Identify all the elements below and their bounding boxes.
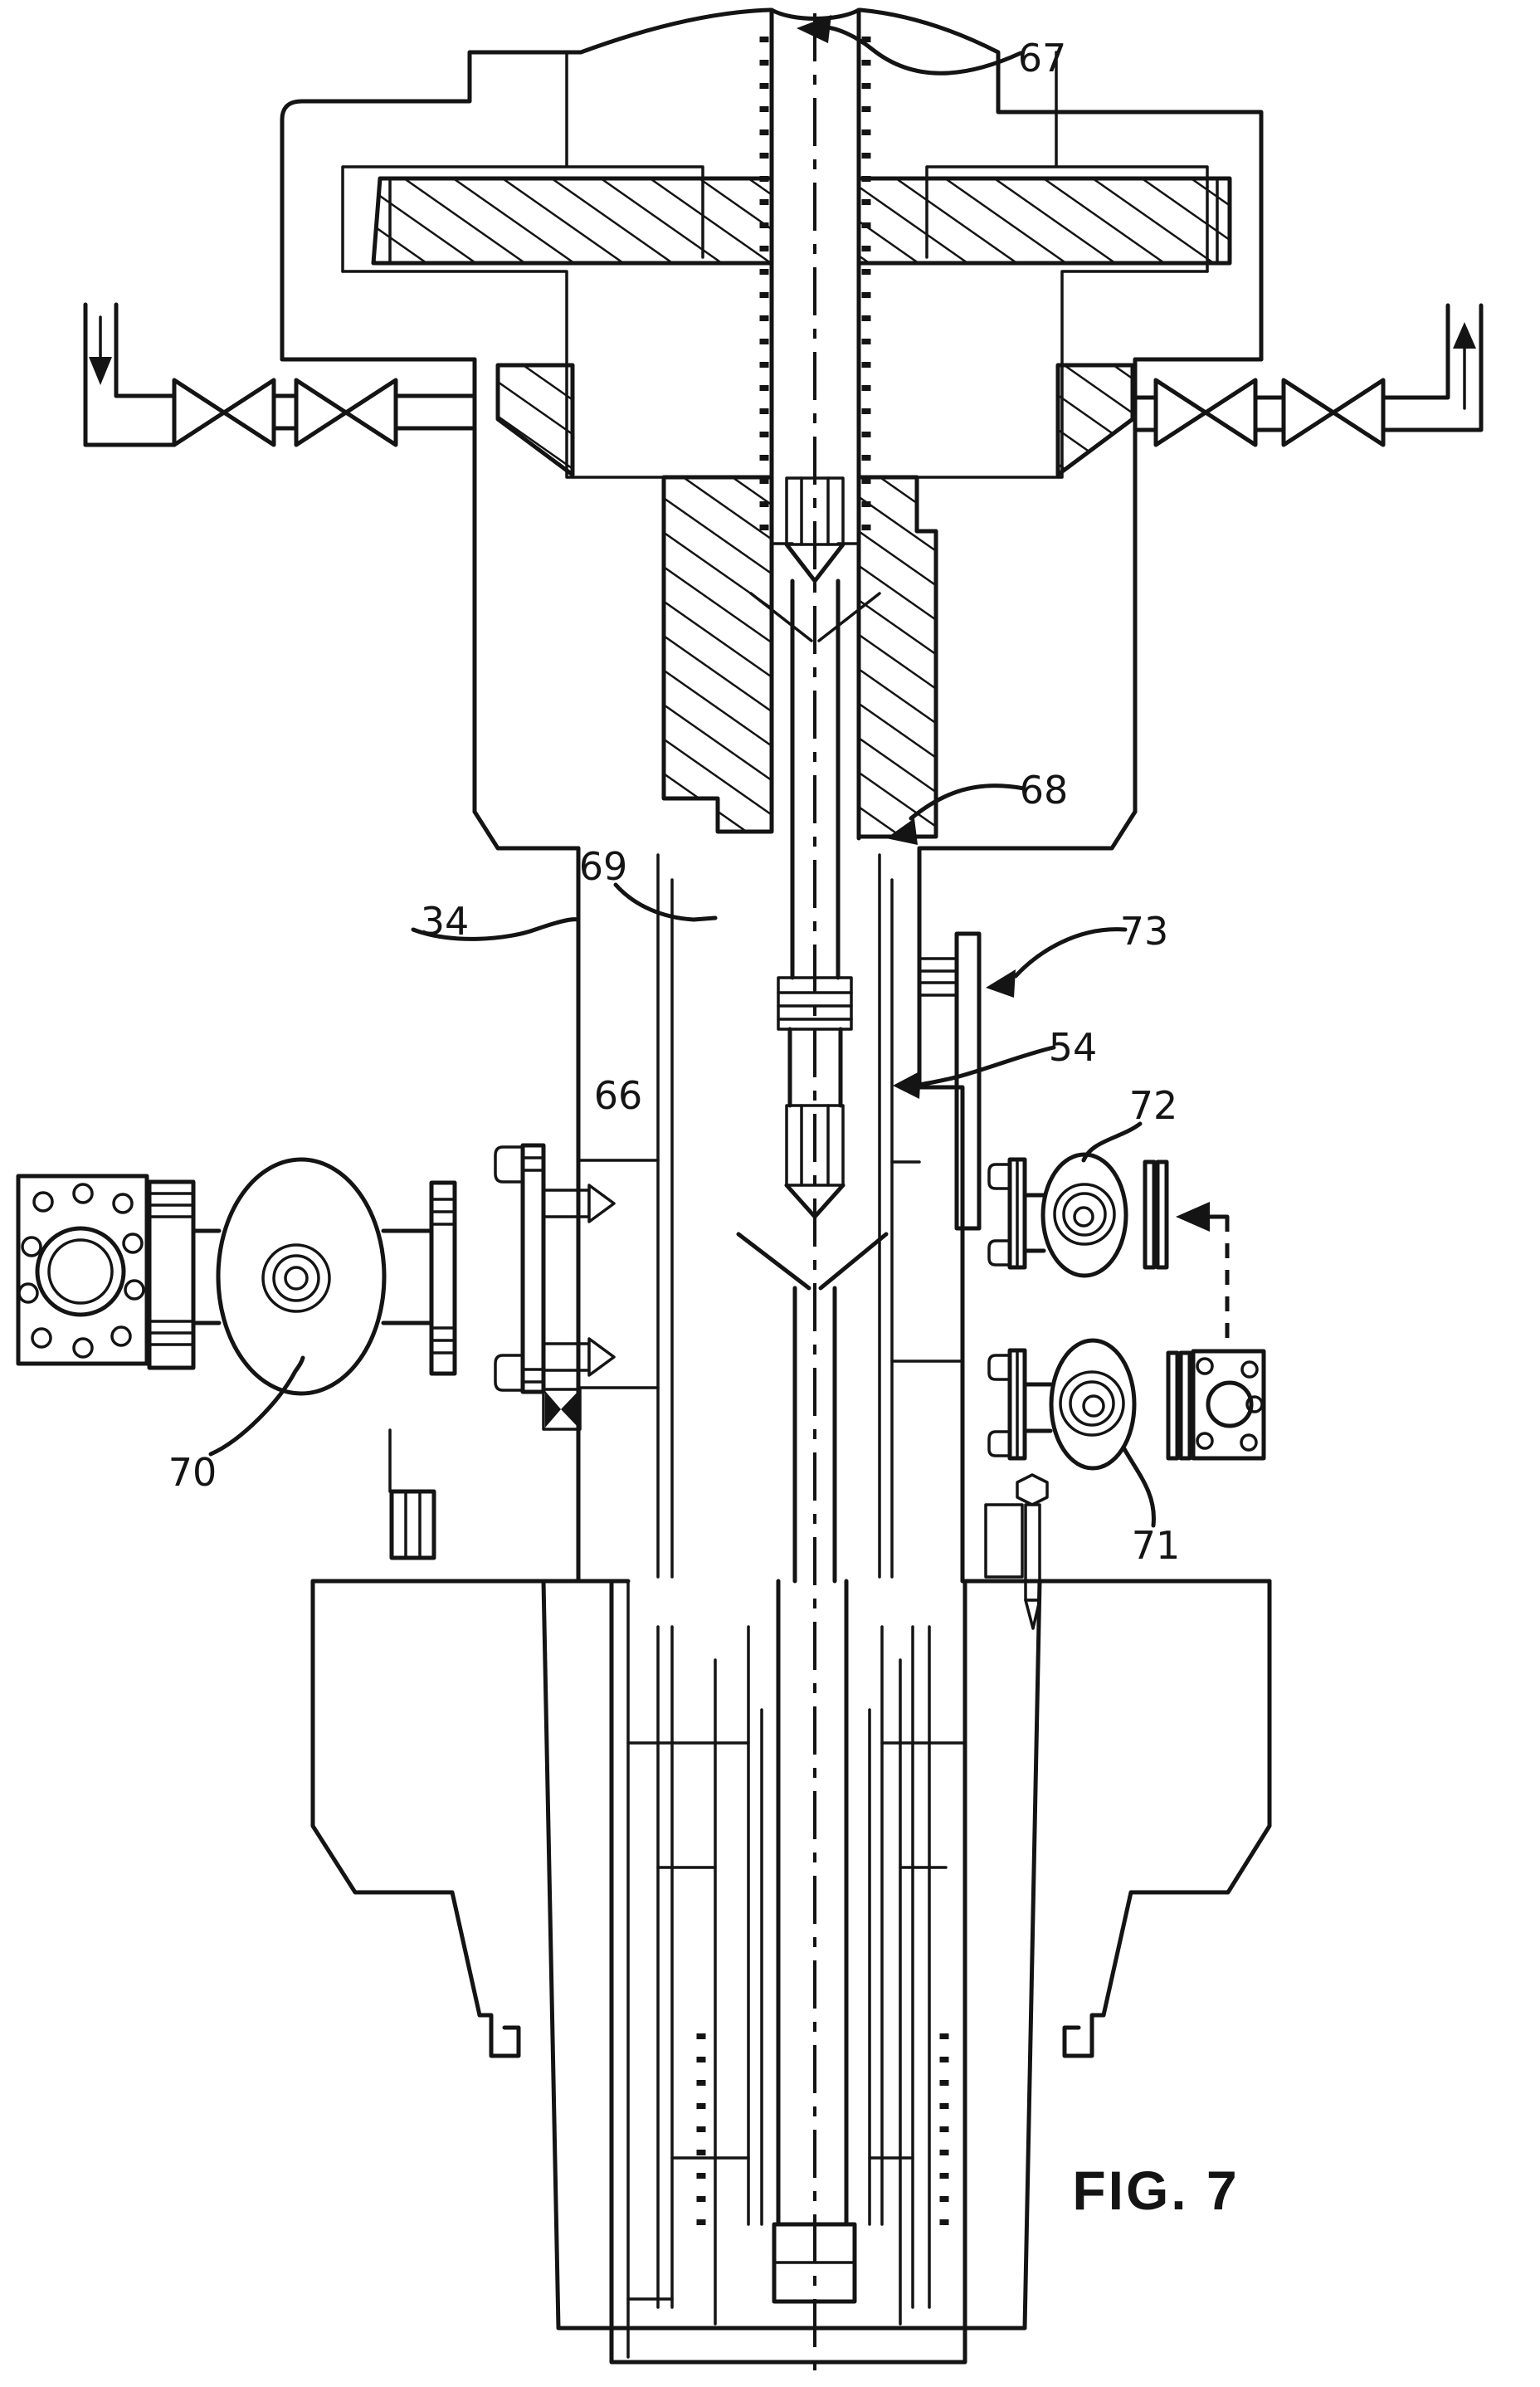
clip-icon	[987, 1239, 1011, 1267]
reference-numerals: 67 68 69 34 73 54 66 72 70 71	[168, 36, 1181, 1568]
ref-label-67: 67	[1018, 36, 1067, 81]
valve-72-assembly	[918, 931, 1230, 1351]
valve-70-body	[216, 1157, 387, 1396]
plug-66	[784, 1104, 846, 1219]
top-housing	[280, 7, 1264, 851]
right-valve-train	[1133, 303, 1484, 447]
bleed-valve-icon	[542, 1388, 582, 1431]
hatched-flange	[371, 176, 1232, 266]
clip-icon	[494, 1145, 524, 1184]
plug-69	[784, 476, 846, 583]
clip-icon	[987, 1354, 1011, 1381]
housing-wedges	[495, 363, 1135, 477]
ref-label-54: 54	[1049, 1025, 1098, 1070]
tubing-hanger-hatch	[661, 475, 938, 839]
bottom-assembly	[310, 1579, 1272, 2365]
ref-label-34: 34	[421, 899, 470, 944]
main-body	[576, 846, 965, 1584]
figure-caption: FIG. 7	[1072, 2160, 1239, 2221]
clip-icon	[987, 1163, 1011, 1190]
bolt-flange-plate	[1191, 1349, 1266, 1461]
seat-funnel	[749, 592, 881, 642]
ref-label-72: 72	[1129, 1083, 1178, 1128]
valve-71-assembly	[984, 1338, 1266, 1630]
hook-bracket	[477, 2013, 521, 2058]
side-plate-73	[954, 931, 982, 1231]
injection-arrow-icon	[1176, 1202, 1230, 1351]
clip-icon	[494, 1354, 524, 1392]
left-valve-train	[83, 302, 477, 447]
inner-stem-assembly	[736, 476, 889, 1584]
seat-funnel	[736, 1232, 889, 1291]
stem-coupling	[777, 976, 853, 1031]
leader-arrowhead	[893, 1071, 921, 1099]
leader-arrowhead	[986, 969, 1016, 998]
ribbed-connector	[147, 1179, 196, 1370]
gate-valve-icon	[172, 378, 227, 447]
gate-valve-icon	[344, 378, 398, 447]
gate-valve-icon	[1153, 378, 1208, 447]
ref-label-68: 68	[1020, 768, 1069, 813]
gate-valve-icon	[1281, 378, 1336, 447]
gate-valve-icon	[1331, 378, 1386, 447]
ref-label-69: 69	[579, 844, 628, 889]
leader-arrowhead	[886, 818, 918, 845]
leader-arrowhead	[797, 15, 831, 43]
bolt-flange-plate	[16, 1174, 149, 1366]
leader-lines	[208, 15, 1156, 1528]
gate-valve-icon	[294, 378, 348, 447]
valve-70-assembly	[16, 1143, 616, 1431]
flow-arrow-down-icon	[89, 315, 112, 385]
hook-bracket	[1062, 2013, 1106, 2058]
ref-label-70: 70	[168, 1450, 217, 1495]
gate-valve-icon	[1203, 378, 1258, 447]
flow-arrow-up-icon	[1453, 322, 1476, 410]
ref-label-73: 73	[1120, 909, 1169, 954]
left-lockdown-block	[388, 1428, 436, 1560]
valve-71-body	[1049, 1338, 1137, 1471]
clip-icon	[987, 1430, 1011, 1457]
ref-label-71: 71	[1132, 1523, 1181, 1568]
gate-valve-icon	[222, 378, 276, 447]
ref-label-66: 66	[594, 1073, 643, 1118]
hex-stud	[984, 1473, 1049, 1630]
